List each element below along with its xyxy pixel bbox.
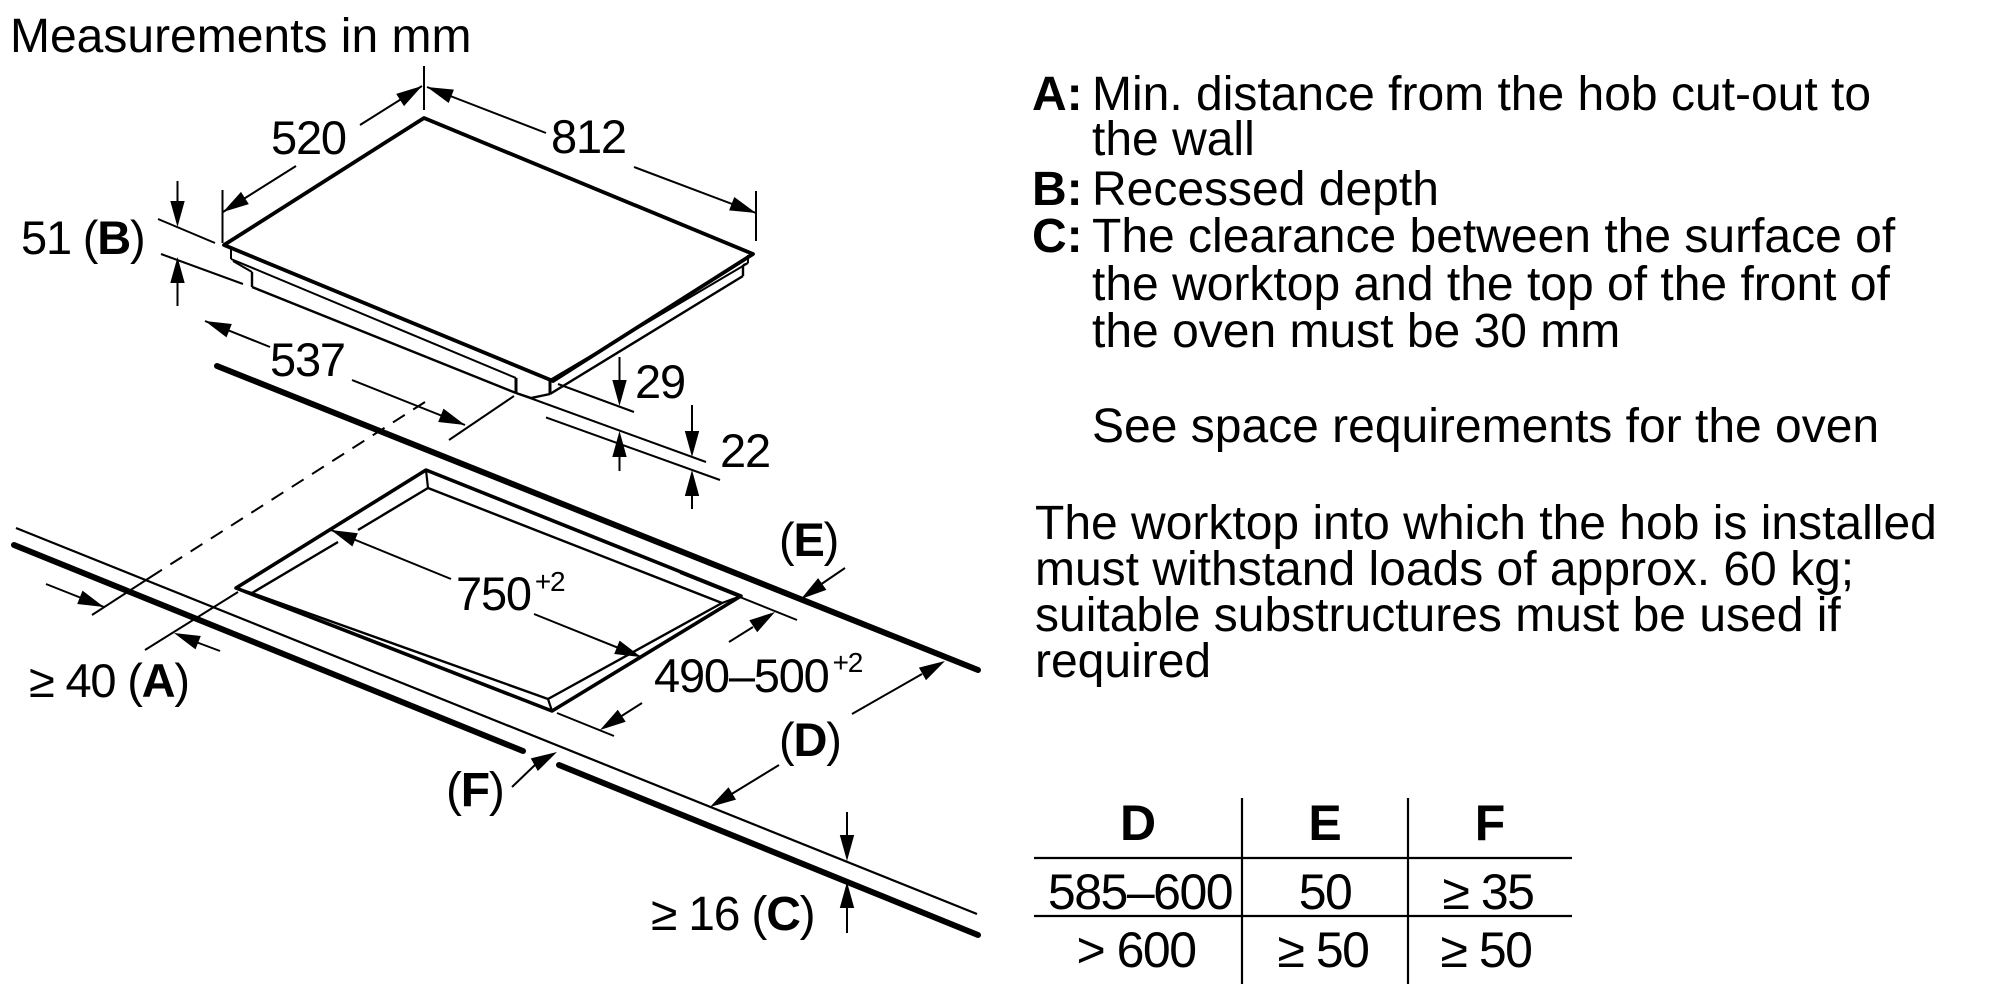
svg-text:B:Recessed depth: B:Recessed depth	[1032, 163, 1439, 216]
svg-text:See space requirements for the: See space requirements for the oven	[1092, 400, 1879, 453]
svg-text:812: 812	[551, 110, 626, 163]
svg-text:A:Min. distance from the hob c: A:Min. distance from the hob cut-out to	[1032, 68, 1871, 121]
svg-text:520: 520	[271, 111, 346, 164]
svg-text:F: F	[1475, 795, 1506, 851]
svg-text:(D): (D)	[779, 713, 841, 766]
svg-text:The worktop into which the hob: The worktop into which the hob is instal…	[1035, 497, 1937, 550]
svg-text:D: D	[1120, 795, 1156, 851]
svg-text:(E): (E)	[779, 513, 838, 566]
svg-text:the oven must be 30 mm: the oven must be 30 mm	[1092, 305, 1620, 358]
svg-text:> 600: > 600	[1076, 922, 1195, 978]
svg-text:51 (B): 51 (B)	[21, 211, 144, 264]
svg-text:50: 50	[1299, 864, 1352, 920]
svg-text:Measurements in mm: Measurements in mm	[10, 10, 471, 63]
svg-text:≥ 35: ≥ 35	[1443, 864, 1534, 920]
svg-text:must withstand loads of approx: must withstand loads of approx. 60 kg;	[1035, 543, 1854, 596]
svg-text:≥ 50: ≥ 50	[1278, 922, 1369, 978]
svg-text:E: E	[1308, 795, 1341, 851]
svg-text:585–600: 585–600	[1048, 864, 1232, 920]
svg-text:the worktop and the top of the: the worktop and the top of the front of	[1092, 258, 1891, 311]
svg-text:≥ 16 (C): ≥ 16 (C)	[651, 888, 814, 941]
svg-text:C:The clearance between the su: C:The clearance between the surface of	[1032, 210, 1896, 263]
svg-text:22: 22	[720, 424, 770, 477]
svg-text:≥ 40 (A): ≥ 40 (A)	[29, 654, 189, 707]
svg-text:537: 537	[270, 333, 345, 386]
svg-text:≥ 50: ≥ 50	[1441, 922, 1532, 978]
svg-text:required: required	[1035, 635, 1211, 688]
svg-text:(F): (F)	[446, 764, 504, 817]
svg-text:the wall: the wall	[1092, 113, 1255, 166]
svg-text:suitable substructures must be: suitable substructures must be used if	[1035, 589, 1841, 642]
svg-text:29: 29	[635, 355, 685, 408]
